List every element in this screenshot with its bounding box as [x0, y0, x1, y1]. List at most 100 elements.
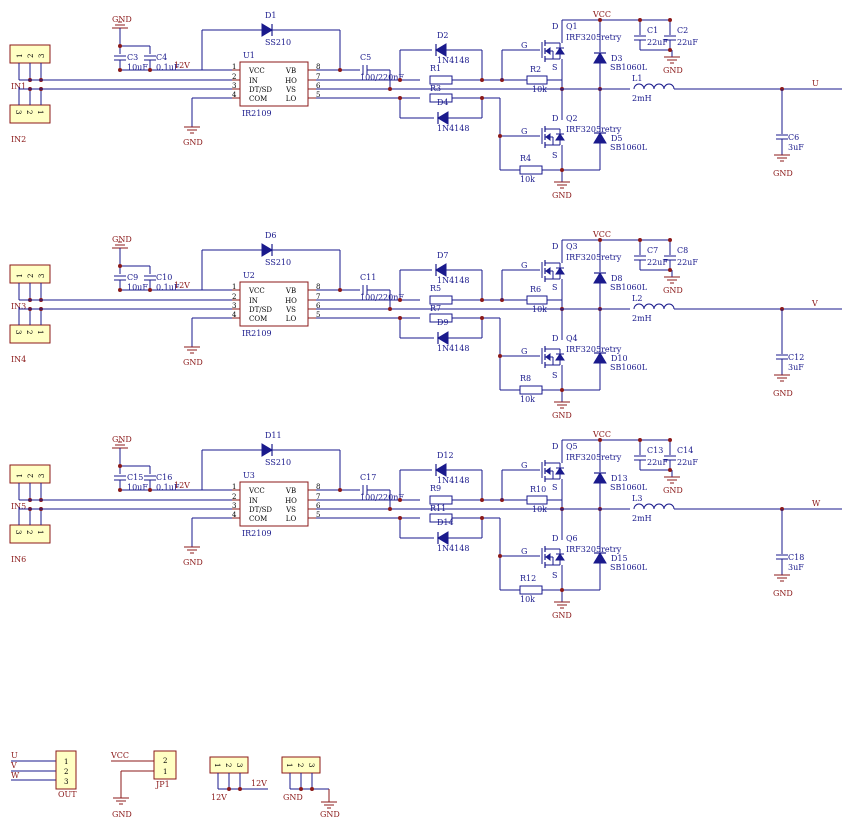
bootstrap-diode: [261, 23, 273, 37]
diode-high-ref: D7: [437, 251, 449, 260]
cap-a-ref: C9: [127, 273, 138, 282]
bootstrap-diode-ref: D6: [265, 231, 277, 240]
output-cap-value: 3uF: [788, 563, 804, 572]
junction-dot: [480, 298, 484, 302]
gnd-symbol: [183, 546, 201, 554]
bootstrap-cap-value: 100/220nF: [360, 293, 404, 302]
svg-text:1: 1: [285, 763, 293, 767]
cap-a-value: 10uF: [127, 63, 148, 72]
gate-pin-label: G: [521, 461, 527, 470]
out-label-v: V: [10, 761, 17, 770]
freewheel-diode-high: [593, 272, 607, 284]
gnd-label: GND: [773, 169, 793, 178]
junction-dot: [498, 554, 502, 558]
freewheel-diode-low: [593, 552, 607, 564]
ic-ref: U1: [243, 51, 255, 60]
ic-part: IR2109: [242, 109, 272, 118]
header-pin-label: 3: [14, 330, 22, 334]
inductor-coil: [663, 303, 675, 310]
bootstrap-diode: [261, 243, 273, 257]
bootstrap-diode-value: SS210: [265, 258, 291, 267]
gnd-symbol: [553, 401, 571, 409]
inductor-coil: [633, 83, 645, 90]
ic-pin-number: 8: [316, 483, 320, 491]
cap-a-ref: C3: [127, 53, 138, 62]
gate-pin-label: G: [521, 547, 527, 556]
svg-text:VCC: VCC: [110, 751, 129, 760]
input-b-label: IN6: [11, 555, 26, 564]
gnd-label: GND: [183, 358, 203, 367]
ic-pin-number: 3: [232, 82, 236, 90]
gnd-label: GND: [663, 66, 683, 75]
vcc-label: VCC: [592, 230, 611, 239]
bootstrap-diode-ref: D11: [265, 431, 282, 440]
svg-text:1: 1: [163, 768, 167, 776]
junction-dot: [498, 354, 502, 358]
freewheel-high-ref: D8: [611, 274, 623, 283]
ic-pin-number: 1: [232, 63, 236, 71]
ic-pin-name: VCC: [248, 287, 265, 295]
cap-a-value: 10uF: [127, 483, 148, 492]
junction-dot: [148, 68, 152, 72]
out-label-w: W: [11, 771, 20, 780]
gate-resistor-high: [429, 495, 453, 505]
output-connector: U V W 1 2 3 OUT: [10, 750, 77, 799]
gnd-symbol: [663, 276, 681, 284]
junction-dot: [638, 238, 642, 242]
resistor-r4-ref: R4: [520, 154, 531, 163]
ic-pin-number: 1: [232, 283, 236, 291]
bulk-cap-a-value: 22uF: [647, 258, 668, 267]
ic-pin-name: VCC: [248, 67, 265, 75]
header-12v: 1 2 3 12V 12V: [209, 756, 268, 802]
junction-dot: [480, 498, 484, 502]
resistor-r4-value: 10k: [520, 395, 535, 404]
diode-high-ref: D2: [437, 31, 449, 40]
ic-pin-number: 3: [232, 302, 236, 310]
bulk-cap-a-value: 22uF: [647, 38, 668, 47]
ic-pin-number: 7: [316, 73, 320, 81]
junction-dot: [398, 516, 402, 520]
ic-pin-name: VB: [285, 487, 296, 495]
gate-diode-low: [437, 331, 449, 345]
bootstrap-cap-value: 100/220nF: [360, 73, 404, 82]
junction-dot: [118, 68, 122, 72]
freewheel-high-value: SB1060L: [610, 483, 648, 492]
svg-text:12V: 12V: [251, 779, 267, 788]
header-pin-label: 3: [38, 54, 46, 58]
bulk-cap-a-value: 22uF: [647, 458, 668, 467]
resistor-r4-value: 10k: [520, 595, 535, 604]
mosfet-low-part: IRF3205retry: [566, 545, 622, 554]
junction-dot: [338, 488, 342, 492]
junction-dot: [560, 588, 564, 592]
header-pin-label: 1: [16, 54, 24, 58]
ic-pin-number: 2: [232, 293, 236, 301]
output-cap-value: 3uF: [788, 363, 804, 372]
junction-dot: [398, 96, 402, 100]
output-cap-ref: C12: [788, 353, 804, 362]
junction-dot: [398, 316, 402, 320]
junction-dot: [598, 18, 602, 22]
cap-a-ref: C15: [127, 473, 143, 482]
output-cap-ref: C18: [788, 553, 804, 562]
vcc-label: VCC: [592, 430, 611, 439]
diode-high-ref: D12: [437, 451, 454, 460]
source-label: S: [552, 571, 557, 580]
ic-pin-name: LO: [286, 95, 297, 103]
ic-pin-number: 2: [232, 493, 236, 501]
header-pin-label: 2: [25, 530, 33, 534]
header-pin-label: 1: [36, 330, 44, 334]
bootstrap-cap-value: 100/220nF: [360, 493, 404, 502]
ic-pin-number: 4: [232, 91, 237, 99]
header-pin-label: 2: [27, 54, 35, 58]
inductor-ref: L2: [632, 294, 642, 303]
gate-resistor-high: [429, 295, 453, 305]
gate-driver-ic: [239, 61, 309, 107]
source-label: S: [552, 371, 557, 380]
junction-dot: [338, 288, 342, 292]
junction-dot: [638, 18, 642, 22]
pulldown-resistor-low: [519, 385, 543, 395]
gnd-symbol: [773, 574, 791, 582]
header-pin-label: 2: [25, 330, 33, 334]
gnd-label: GND: [183, 558, 203, 567]
cap-b-ref: C16: [156, 473, 172, 482]
